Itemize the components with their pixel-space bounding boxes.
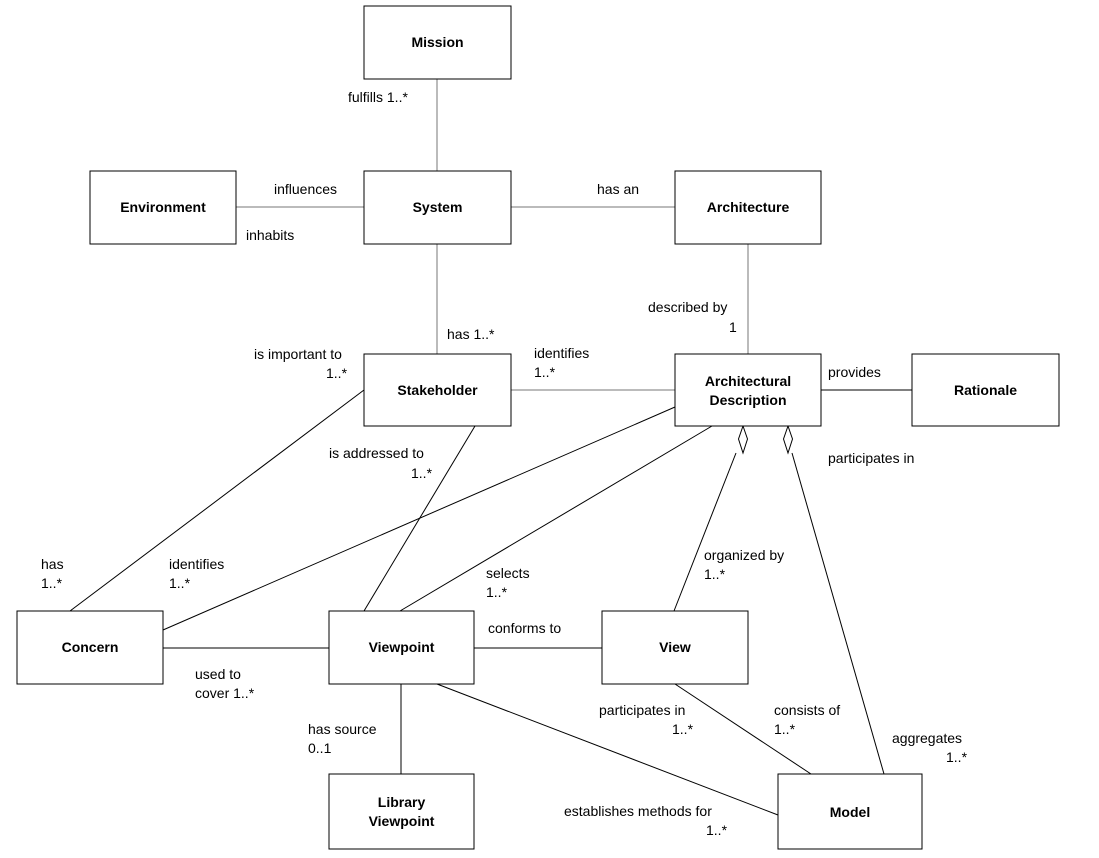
label-identifies-concern-mult: 1..*	[169, 575, 191, 591]
node-label-line-1: Architectural	[705, 373, 791, 389]
label-has-source: has source	[308, 721, 377, 737]
node-stakeholder: Stakeholder	[363, 353, 512, 427]
label-has-concern: has	[41, 556, 64, 572]
node-label: View	[659, 639, 691, 655]
label-consists-of: consists of	[774, 702, 840, 718]
node-label-line-1: Library	[378, 794, 426, 810]
node-architectural-description: Architectural Description	[674, 353, 822, 427]
label-organized-by: organized by	[704, 547, 784, 563]
node-label: Environment	[120, 199, 206, 215]
label-inhabits: inhabits	[246, 227, 294, 243]
node-model: Model	[777, 773, 923, 850]
label-selects: selects	[486, 565, 530, 581]
label-aggregates: aggregates	[892, 730, 962, 746]
node-library-viewpoint: Library Viewpoint	[328, 773, 475, 850]
label-described-by: described by	[648, 299, 727, 315]
association-lines	[69, 79, 912, 816]
node-architecture: Architecture	[674, 170, 822, 245]
node-mission: Mission	[363, 5, 512, 80]
aggregation-diamond-model	[782, 424, 794, 455]
node-view: View	[601, 610, 749, 685]
node-environment: Environment	[89, 170, 237, 245]
node-label: Rationale	[954, 382, 1017, 398]
label-conforms-to: conforms to	[488, 620, 561, 636]
node-label: Mission	[411, 34, 463, 50]
label-identifies-stakeholder: identifies	[534, 345, 589, 361]
node-viewpoint: Viewpoint	[328, 610, 475, 685]
node-label: System	[413, 199, 463, 215]
label-consists-of-mult: 1..*	[774, 721, 796, 737]
node-concern: Concern	[16, 610, 164, 685]
label-is-addressed-to-mult: 1..*	[411, 465, 433, 481]
label-has-source-mult: 0..1	[308, 740, 332, 756]
label-identifies-stakeholder-mult: 1..*	[534, 364, 556, 380]
node-rationale: Rationale	[911, 353, 1060, 427]
node-label-line-2: Viewpoint	[369, 813, 435, 829]
node-system: System	[363, 170, 512, 245]
edge-description-view	[673, 452, 737, 612]
label-is-important-to: is important to	[254, 346, 342, 362]
label-identifies-concern: identifies	[169, 556, 224, 572]
edge-description-viewpoint	[399, 425, 713, 612]
node-label: Stakeholder	[397, 382, 478, 398]
association-labels: fulfills 1..* influences inhabits has an…	[41, 89, 968, 838]
label-used-to: used to	[195, 666, 241, 682]
edge-stakeholder-concern	[69, 389, 365, 612]
label-has-concern-mult: 1..*	[41, 575, 63, 591]
edge-description-model	[791, 452, 885, 775]
node-label-line-2: Description	[709, 392, 786, 408]
label-is-addressed-to: is addressed to	[329, 445, 424, 461]
label-establishes-methods-for: establishes methods for	[564, 803, 712, 819]
label-is-important-to-mult: 1..*	[326, 365, 348, 381]
label-provides: provides	[828, 364, 881, 380]
label-influences: influences	[274, 181, 337, 197]
node-label: Viewpoint	[369, 639, 435, 655]
label-selects-mult: 1..*	[486, 584, 508, 600]
aggregation-diamond-view	[737, 424, 749, 455]
edge-view-model	[674, 683, 812, 775]
label-cover: cover 1..*	[195, 685, 255, 701]
label-organized-by-mult: 1..*	[704, 566, 726, 582]
edge-viewpoint-model	[436, 683, 779, 816]
node-label: Architecture	[707, 199, 790, 215]
label-aggregates-mult: 1..*	[946, 749, 968, 765]
label-participates-in-rationale: participates in	[828, 450, 914, 466]
label-has-stakeholder: has 1..*	[447, 326, 495, 342]
label-fulfills: fulfills 1..*	[348, 89, 408, 105]
node-label: Concern	[62, 639, 119, 655]
node-label: Model	[830, 804, 870, 820]
label-establishes-methods-for-mult: 1..*	[706, 822, 728, 838]
label-has-an: has an	[597, 181, 639, 197]
label-described-by-mult: 1	[729, 319, 737, 335]
label-participates-in-view-mult: 1..*	[672, 721, 694, 737]
edge-description-concern	[162, 406, 676, 631]
label-participates-in-view: participates in	[599, 702, 685, 718]
